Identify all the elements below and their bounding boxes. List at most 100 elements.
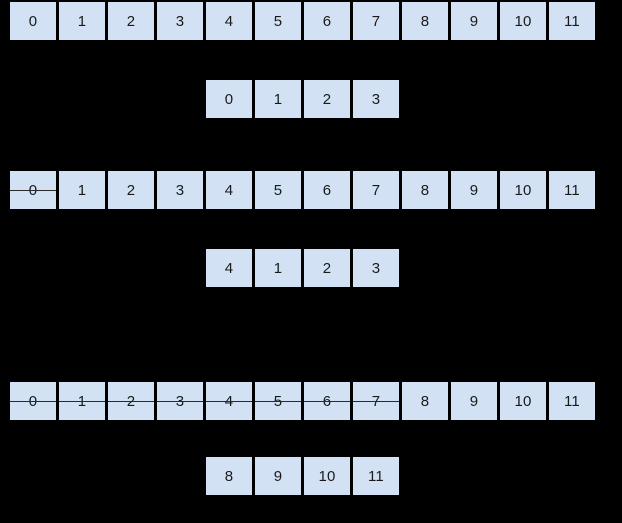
array-cell: 1 xyxy=(59,171,105,209)
array-cell-value: 1 xyxy=(77,12,87,30)
array-cell-value: 9 xyxy=(469,181,479,199)
array-cell-value: 8 xyxy=(420,392,430,410)
array-cell: 6 xyxy=(304,2,350,40)
main-array-initial: 0 1 2 3 4 5 6 7 8 9 10 11 xyxy=(0,2,622,40)
array-cell: 0 xyxy=(206,80,252,118)
array-cell: 10 xyxy=(500,171,546,209)
array-cell-value: 5 xyxy=(273,12,283,30)
strikethrough-line xyxy=(10,401,56,402)
array-cell-value: 8 xyxy=(224,467,234,485)
array-cell: 1 xyxy=(255,249,301,287)
array-cell-value: 0 xyxy=(224,90,234,108)
array-cell: 9 xyxy=(451,382,497,420)
main-array-one-consumed: 0 1 2 3 4 5 6 7 8 9 10 11 xyxy=(0,171,622,209)
array-cell: 1 xyxy=(255,80,301,118)
array-cell-value: 11 xyxy=(564,12,580,30)
array-cell: 10 xyxy=(304,457,350,495)
array-cell-value: 6 xyxy=(322,181,332,199)
strikethrough-line xyxy=(353,401,399,402)
array-cell-value: 8 xyxy=(420,12,430,30)
array-cell: 5 xyxy=(255,382,301,420)
array-cell: 3 xyxy=(157,2,203,40)
array-cell: 11 xyxy=(549,2,595,40)
array-cell: 3 xyxy=(157,171,203,209)
array-cell-value: 11 xyxy=(368,467,384,485)
strikethrough-line xyxy=(206,401,252,402)
array-cell-value: 2 xyxy=(126,181,136,199)
array-cell: 0 xyxy=(10,382,56,420)
array-cell: 9 xyxy=(451,2,497,40)
sub-array-second: 4 1 2 3 xyxy=(0,249,622,287)
array-cell-value: 11 xyxy=(564,392,580,410)
array-cell-value: 9 xyxy=(469,392,479,410)
array-cell: 9 xyxy=(451,171,497,209)
strikethrough-line xyxy=(304,401,350,402)
array-cell: 5 xyxy=(255,171,301,209)
array-cell-value: 1 xyxy=(77,181,87,199)
array-cell-value: 9 xyxy=(273,467,283,485)
array-cell-value: 10 xyxy=(514,181,532,199)
array-cell-value: 10 xyxy=(514,392,532,410)
array-cell: 5 xyxy=(255,2,301,40)
array-cell-value: 2 xyxy=(126,12,136,30)
array-cell: 6 xyxy=(304,171,350,209)
array-cell: 1 xyxy=(59,2,105,40)
array-cell: 0 xyxy=(10,171,56,209)
array-cell-value: 9 xyxy=(469,12,479,30)
array-cell: 9 xyxy=(255,457,301,495)
array-cell-value: 3 xyxy=(371,90,381,108)
array-cell-value: 2 xyxy=(322,90,332,108)
array-cell-value: 11 xyxy=(564,181,580,199)
array-cell: 3 xyxy=(157,382,203,420)
array-cell: 3 xyxy=(353,249,399,287)
array-cell-value: 3 xyxy=(371,259,381,277)
array-cell-value: 4 xyxy=(224,181,234,199)
array-cell: 8 xyxy=(402,382,448,420)
array-cell-value: 1 xyxy=(273,259,283,277)
array-cell-value: 10 xyxy=(318,467,336,485)
array-cell-value: 8 xyxy=(420,181,430,199)
array-cell: 7 xyxy=(353,2,399,40)
array-cell: 8 xyxy=(402,2,448,40)
array-cell-value: 2 xyxy=(322,259,332,277)
array-cell: 7 xyxy=(353,382,399,420)
array-cell-value: 4 xyxy=(224,12,234,30)
array-cell: 2 xyxy=(108,2,154,40)
strikethrough-line xyxy=(59,401,105,402)
array-cell: 8 xyxy=(402,171,448,209)
array-cell: 4 xyxy=(206,2,252,40)
array-cell: 4 xyxy=(206,249,252,287)
sub-array-first: 0 1 2 3 xyxy=(0,80,622,118)
array-cell: 0 xyxy=(10,2,56,40)
array-cell-value: 10 xyxy=(514,12,532,30)
strikethrough-line xyxy=(108,401,154,402)
array-cell: 4 xyxy=(206,171,252,209)
array-cell: 11 xyxy=(353,457,399,495)
array-cell-value: 7 xyxy=(371,181,381,199)
array-cell-value: 4 xyxy=(224,259,234,277)
array-cell: 11 xyxy=(549,382,595,420)
array-cell: 7 xyxy=(353,171,399,209)
array-cell: 2 xyxy=(304,80,350,118)
array-cell-value: 3 xyxy=(175,12,185,30)
array-cell: 6 xyxy=(304,382,350,420)
array-cell: 2 xyxy=(304,249,350,287)
strikethrough-line xyxy=(255,401,301,402)
array-cell-value: 1 xyxy=(273,90,283,108)
array-cell-value: 3 xyxy=(175,181,185,199)
array-cell: 4 xyxy=(206,382,252,420)
array-cell: 10 xyxy=(500,382,546,420)
array-cell: 11 xyxy=(549,171,595,209)
strikethrough-line xyxy=(10,190,56,191)
array-cell-value: 6 xyxy=(322,12,332,30)
array-cell: 10 xyxy=(500,2,546,40)
sub-array-third: 8 9 10 11 xyxy=(0,457,622,495)
strikethrough-line xyxy=(157,401,203,402)
array-cell: 1 xyxy=(59,382,105,420)
array-cell: 3 xyxy=(353,80,399,118)
array-cell-value: 5 xyxy=(273,181,283,199)
array-cell: 8 xyxy=(206,457,252,495)
array-cell-value: 7 xyxy=(371,12,381,30)
